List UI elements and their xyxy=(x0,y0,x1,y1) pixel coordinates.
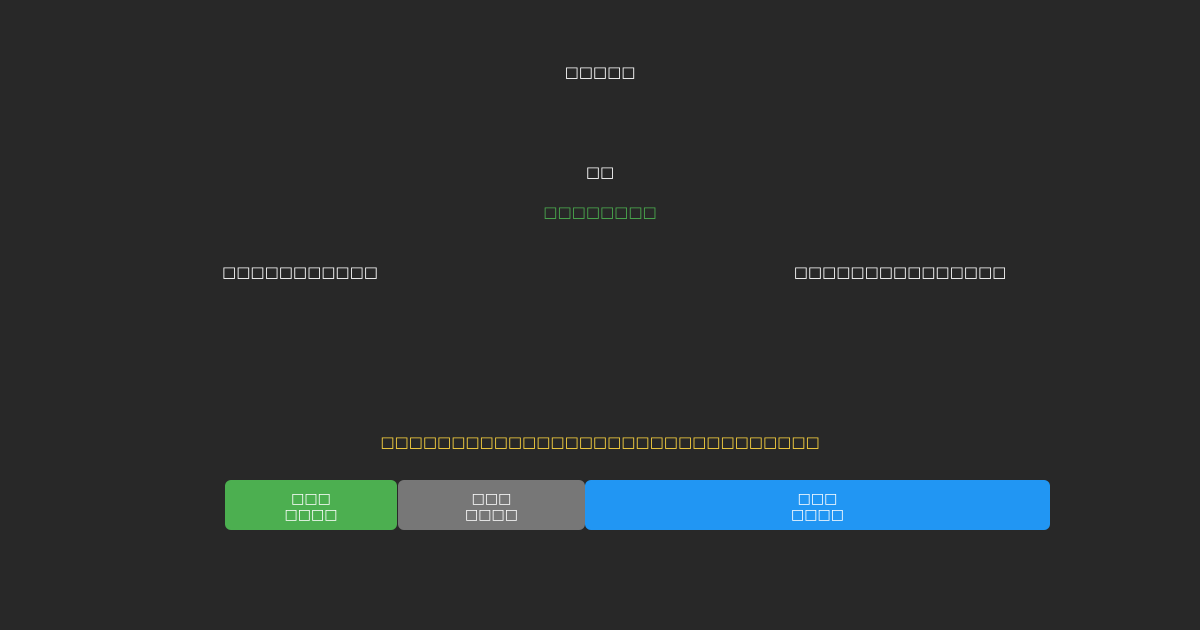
action-button-3-line1: □□□ xyxy=(797,491,838,507)
right-label: □□□□□□□□□□□□□□□ xyxy=(793,263,1007,281)
status-text: □□□□□□□□ xyxy=(543,203,657,221)
page-title: □□□□□ xyxy=(564,63,636,81)
action-button-1-line2: □□□□ xyxy=(284,507,338,523)
section-subtitle: □□ xyxy=(585,163,615,181)
notice-text: □□□□□□□□□□□□□□□□□□□□□□□□□□□□□□□ xyxy=(380,433,820,451)
action-button-2-line1: □□□ xyxy=(471,491,512,507)
action-button-row: □□□ □□□□ □□□ □□□□ □□□ □□□□ xyxy=(225,480,1050,530)
action-button-3[interactable]: □□□ □□□□ xyxy=(585,480,1050,530)
action-button-3-line2: □□□□ xyxy=(791,507,844,523)
left-label: □□□□□□□□□□□ xyxy=(222,263,378,281)
action-button-1-line1: □□□ xyxy=(291,491,331,507)
action-button-2-line2: □□□□ xyxy=(465,507,518,523)
action-button-1[interactable]: □□□ □□□□ xyxy=(225,480,397,530)
action-button-2[interactable]: □□□ □□□□ xyxy=(398,480,585,530)
